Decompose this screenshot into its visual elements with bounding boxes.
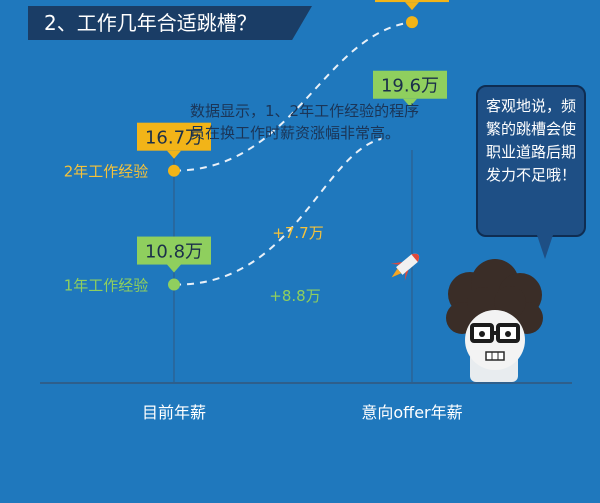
annotation-text: 数据显示，1、2年工作经验的程序员在换工作时薪资涨幅非常高。	[190, 102, 420, 142]
rocket-flame	[391, 268, 402, 278]
current-salary-label: 16.7万	[137, 122, 211, 159]
x-tick-label: 意向offer年薪	[361, 403, 462, 422]
value-box-pointer	[403, 98, 417, 107]
speech-bubble: 客观地说，频繁的跳槽会使职业道路后期发力不足哦！	[476, 85, 586, 237]
character-eye	[479, 331, 485, 337]
offer-salary-label: 19.6万	[373, 70, 447, 107]
current-salary-label: 10.8万	[137, 236, 211, 273]
value-box-bg	[373, 70, 447, 99]
data-point	[406, 16, 418, 29]
series-legend-label: 2年工作经验	[64, 163, 149, 181]
series-curve	[173, 21, 413, 172]
change-label: +8.8万	[269, 287, 320, 305]
offer-salary-label: 24.4万	[375, 0, 449, 11]
rocket-fins	[390, 262, 409, 281]
speech-bubble-tail	[537, 235, 553, 259]
nerd-character-icon	[446, 259, 543, 382]
series-legend-label: 1年工作经验	[64, 277, 149, 295]
data-point	[168, 278, 180, 291]
title-banner	[28, 6, 312, 40]
value-box-bg	[137, 122, 211, 151]
character-hair	[494, 286, 526, 318]
change-label: +7.7万	[272, 224, 323, 242]
rocket-body	[396, 253, 420, 275]
speech-bubble-text: 客观地说，频繁的跳槽会使职业道路后期发力不足哦！	[485, 97, 576, 184]
value-box-pointer	[167, 150, 181, 159]
data-label: 19.6万	[381, 76, 439, 97]
rocket-shape	[390, 253, 420, 281]
page-title: 2、工作几年合适跳槽？	[44, 11, 257, 35]
rocket-nose	[411, 253, 420, 262]
character-mouth	[485, 351, 505, 361]
value-box-bg	[137, 236, 211, 265]
rocket-icon	[390, 253, 420, 281]
value-box-pointer	[167, 264, 181, 273]
character-eye	[505, 331, 511, 337]
data-label: 16.7万	[145, 128, 203, 149]
series-curve	[173, 137, 383, 286]
value-box-bg	[375, 0, 449, 3]
data-label: 10.8万	[145, 242, 203, 263]
data-point	[168, 164, 180, 177]
x-tick-label: 目前年薪	[142, 403, 206, 422]
value-box-pointer	[405, 2, 419, 11]
